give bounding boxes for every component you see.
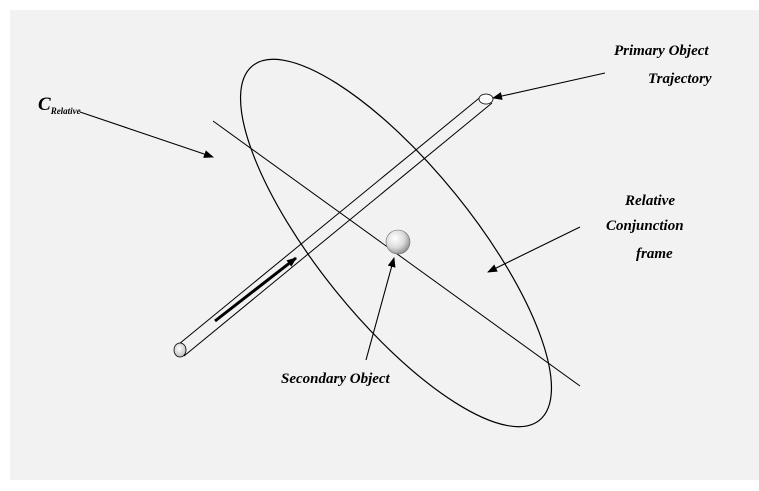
secondary-object-sphere-icon <box>385 229 411 255</box>
trajectory-end-cap-icon <box>478 93 494 105</box>
secondary-object-label: Secondary Object <box>281 371 391 387</box>
secondary-object-leader-arrow <box>365 257 396 361</box>
c-relative-leader-arrow <box>79 111 214 158</box>
primary-trajectory-label-line2: Trajectory <box>648 71 712 87</box>
trajectory-start-cap-icon <box>173 342 187 358</box>
c-relative-main: C <box>38 94 51 115</box>
relative-frame-label-line2: Conjunction <box>606 218 684 234</box>
relative-frame-label-line3: frame <box>636 246 673 262</box>
relative-frame-leader-arrow <box>487 226 581 273</box>
motion-direction-arrow <box>214 256 297 323</box>
conjunction-frame-ellipse <box>239 58 553 428</box>
trajectory-tube <box>178 94 493 357</box>
relative-frame-label-line1: Relative <box>624 193 675 209</box>
c-relative-label: CRelative <box>38 94 81 116</box>
primary-trajectory-label-line1: Primary Object <box>614 43 709 59</box>
primary-trajectory-leader-arrow <box>492 72 606 100</box>
c-relative-subscript: Relative <box>50 106 81 116</box>
